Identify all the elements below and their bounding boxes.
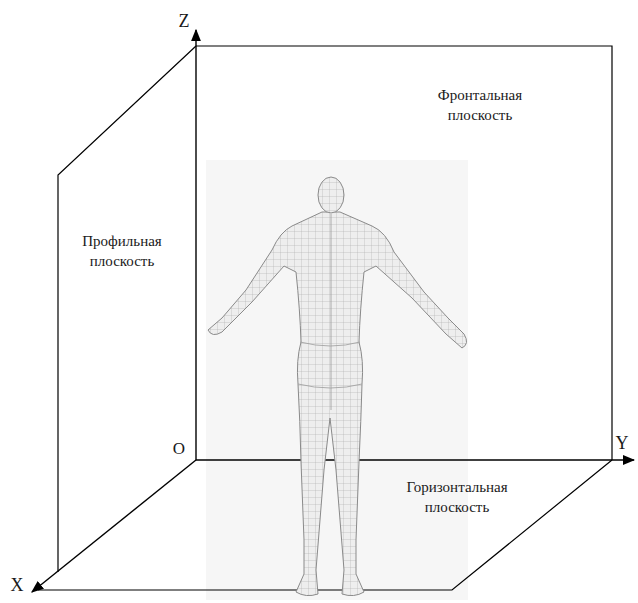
frontal-plane — [196, 46, 612, 460]
human-figure — [208, 177, 467, 596]
axis-letter: O — [170, 438, 188, 460]
horizontal-plane — [38, 460, 612, 590]
figure-backdrop — [206, 160, 468, 600]
plane-name: Фронтальная плоскость — [420, 86, 540, 125]
z-axis — [195, 30, 196, 460]
axis-letter: X — [8, 574, 26, 597]
axis-letter: Y — [612, 432, 632, 455]
plane-name: Горизонтальная плоскость — [392, 478, 522, 517]
head — [318, 177, 344, 213]
y-axis — [196, 459, 634, 460]
profile-plane — [58, 46, 196, 572]
axis-letter: Z — [176, 10, 192, 33]
body-silhouette — [208, 212, 467, 596]
x-axis — [32, 460, 196, 592]
body-contours — [298, 214, 362, 410]
plane-name: Профильная плоскость — [66, 232, 178, 271]
